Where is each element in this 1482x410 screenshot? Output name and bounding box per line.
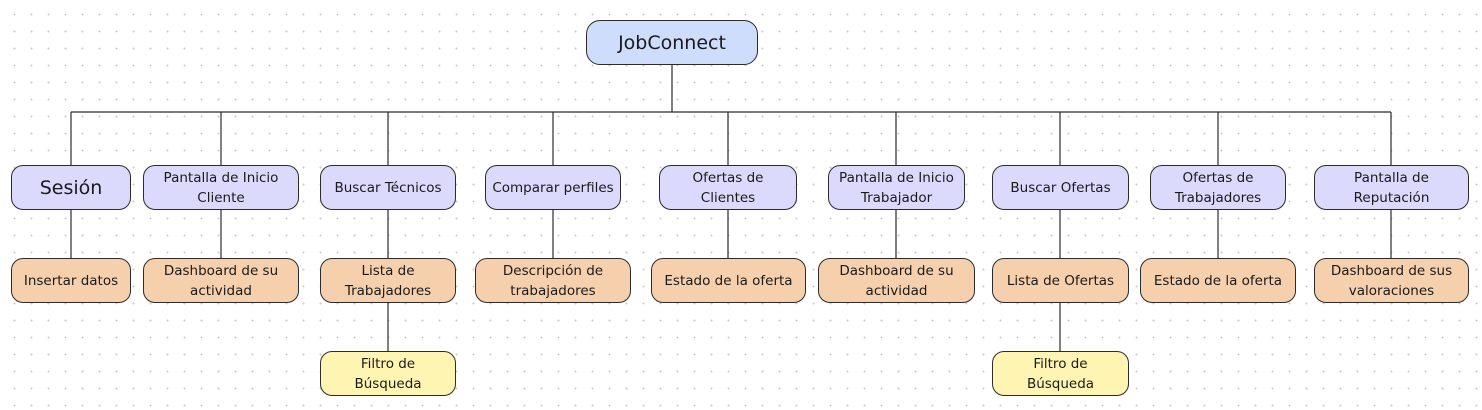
node-buscar-tecnicos[interactable]: Buscar Técnicos: [320, 165, 456, 210]
node-descripcion-trabajadores[interactable]: Descripción de trabajadores: [475, 258, 631, 303]
node-pantalla-inicio-trabajador[interactable]: Pantalla de Inicio Trabajador: [828, 165, 965, 210]
node-dashboard-valoraciones[interactable]: Dashboard de sus valoraciones: [1314, 258, 1469, 303]
root-node-jobconnect[interactable]: JobConnect: [586, 20, 758, 65]
node-sesion[interactable]: Sesión: [11, 165, 131, 210]
node-filtro-busqueda-ofertas[interactable]: Filtro de Búsqueda: [992, 351, 1129, 396]
node-pantalla-inicio-cliente[interactable]: Pantalla de Inicio Cliente: [143, 165, 299, 210]
node-comparar-perfiles[interactable]: Comparar perfiles: [485, 165, 621, 210]
node-lista-trabajadores[interactable]: Lista de Trabajadores: [320, 258, 456, 303]
node-pantalla-reputacion[interactable]: Pantalla de Reputación: [1314, 165, 1469, 210]
node-ofertas-clientes[interactable]: Ofertas de Clientes: [659, 165, 797, 210]
node-estado-oferta-clientes[interactable]: Estado de la oferta: [651, 258, 806, 303]
node-ofertas-trabajadores[interactable]: Ofertas de Trabajadores: [1150, 165, 1286, 210]
node-lista-ofertas[interactable]: Lista de Ofertas: [992, 258, 1129, 303]
node-buscar-ofertas[interactable]: Buscar Ofertas: [992, 165, 1129, 210]
node-estado-oferta-trabajadores[interactable]: Estado de la oferta: [1140, 258, 1296, 303]
node-dashboard-actividad-cliente[interactable]: Dashboard de su actividad: [143, 258, 299, 303]
node-insertar-datos[interactable]: Insertar datos: [11, 258, 131, 303]
node-dashboard-actividad-trabajador[interactable]: Dashboard de su actividad: [818, 258, 975, 303]
node-filtro-busqueda-tecnicos[interactable]: Filtro de Búsqueda: [320, 351, 456, 396]
